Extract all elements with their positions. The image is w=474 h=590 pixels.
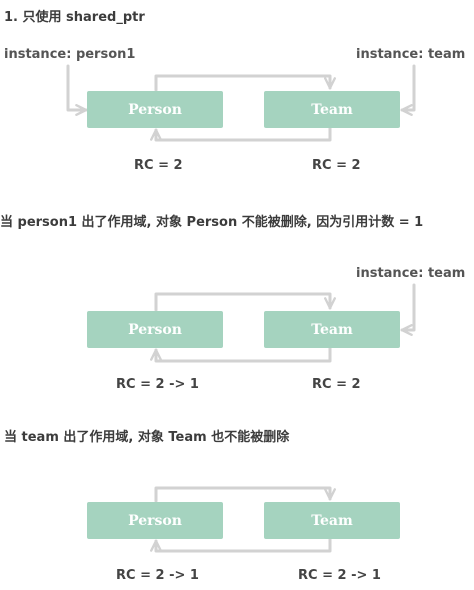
arrow-team-to-person (150, 537, 332, 553)
person-box: Person (87, 502, 223, 539)
section2-heading: 当 person1 出了作用域, 对象 Person 不能被删除, 因为引用计数… (0, 215, 424, 230)
person-rc-label: RC = 2 -> 1 (116, 568, 199, 583)
person-rc-label: RC = 2 (134, 158, 183, 173)
person-box: Person (87, 311, 223, 348)
arrow-team-to-person (150, 126, 332, 142)
arrow-instance-person1 (66, 64, 88, 116)
arrow-instance-team (400, 283, 416, 336)
team-rc-label: RC = 2 (312, 158, 361, 173)
section1-heading: 1. 只使用 shared_ptr (4, 10, 145, 25)
person-box: Person (87, 91, 223, 128)
arrow-person-to-team (154, 74, 336, 92)
arrow-instance-team (400, 64, 416, 116)
instance-team-label: instance: team (356, 266, 466, 281)
team-rc-label: RC = 2 (312, 377, 361, 392)
section3-heading: 当 team 出了作用域, 对象 Team 也不能被删除 (4, 430, 290, 445)
instance-person1-label: instance: person1 (4, 47, 136, 62)
team-box: Team (264, 502, 400, 539)
team-box: Team (264, 311, 400, 348)
instance-team-label: instance: team (356, 47, 466, 62)
arrow-person-to-team (154, 292, 336, 312)
person-rc-label: RC = 2 -> 1 (116, 377, 199, 392)
arrow-person-to-team (154, 486, 336, 503)
team-rc-label: RC = 2 -> 1 (298, 568, 381, 583)
arrow-team-to-person (150, 346, 332, 363)
team-box: Team (264, 91, 400, 128)
